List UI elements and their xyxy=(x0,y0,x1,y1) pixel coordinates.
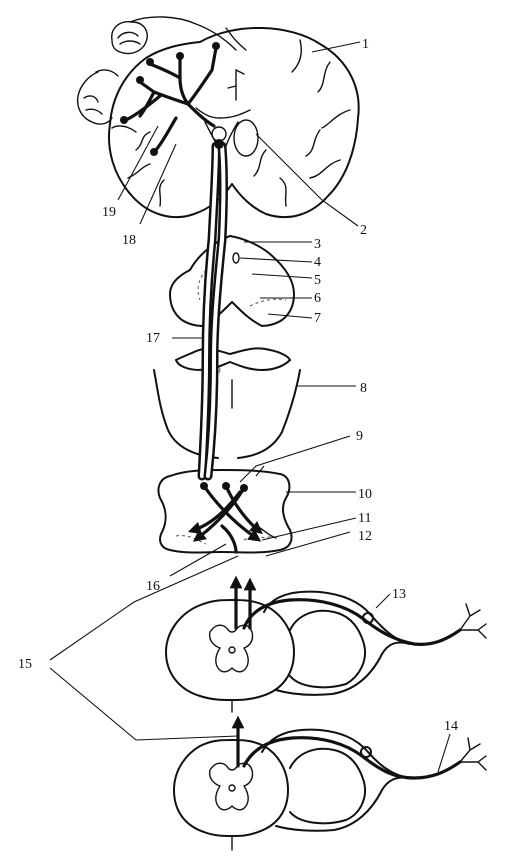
cochlea-sketch xyxy=(111,16,247,55)
label-17: 17 xyxy=(146,331,160,346)
leader-lines xyxy=(49,41,451,773)
label-2: 2 xyxy=(360,223,367,238)
label-9: 9 xyxy=(356,429,363,444)
upper-spinal-section xyxy=(165,599,295,713)
label-11: 11 xyxy=(358,511,371,526)
label-5: 5 xyxy=(314,273,321,288)
label-4: 4 xyxy=(314,255,321,270)
decussating-fibers xyxy=(187,482,263,554)
label-13: 13 xyxy=(392,587,406,602)
auditory-radiation xyxy=(120,42,220,156)
label-14: 14 xyxy=(444,719,458,734)
midbrain-section xyxy=(169,235,295,327)
upper-nerve-loop xyxy=(242,590,487,696)
ascending-arrows xyxy=(229,575,257,768)
label-3: 3 xyxy=(314,237,321,252)
label-19: 19 xyxy=(102,205,116,220)
outer-ear-sketch xyxy=(76,69,119,125)
lower-spinal-section xyxy=(173,739,289,851)
label-16: 16 xyxy=(146,579,160,594)
lower-nerve-loop xyxy=(242,728,487,832)
label-6: 6 xyxy=(314,291,321,306)
medulla-section xyxy=(153,369,301,459)
pons-section xyxy=(175,347,291,377)
label-10: 10 xyxy=(358,487,372,502)
label-7: 7 xyxy=(314,311,321,326)
label-12: 12 xyxy=(358,529,372,544)
label-18: 18 xyxy=(122,233,136,248)
ascending-tract xyxy=(197,126,228,481)
label-8: 8 xyxy=(360,381,367,396)
label-15: 15 xyxy=(18,657,32,672)
figure-labels: 1 2 3 4 5 6 7 8 9 10 11 12 13 14 15 16 1… xyxy=(18,37,458,734)
cerebrum-section xyxy=(108,27,360,219)
label-1: 1 xyxy=(362,37,369,52)
